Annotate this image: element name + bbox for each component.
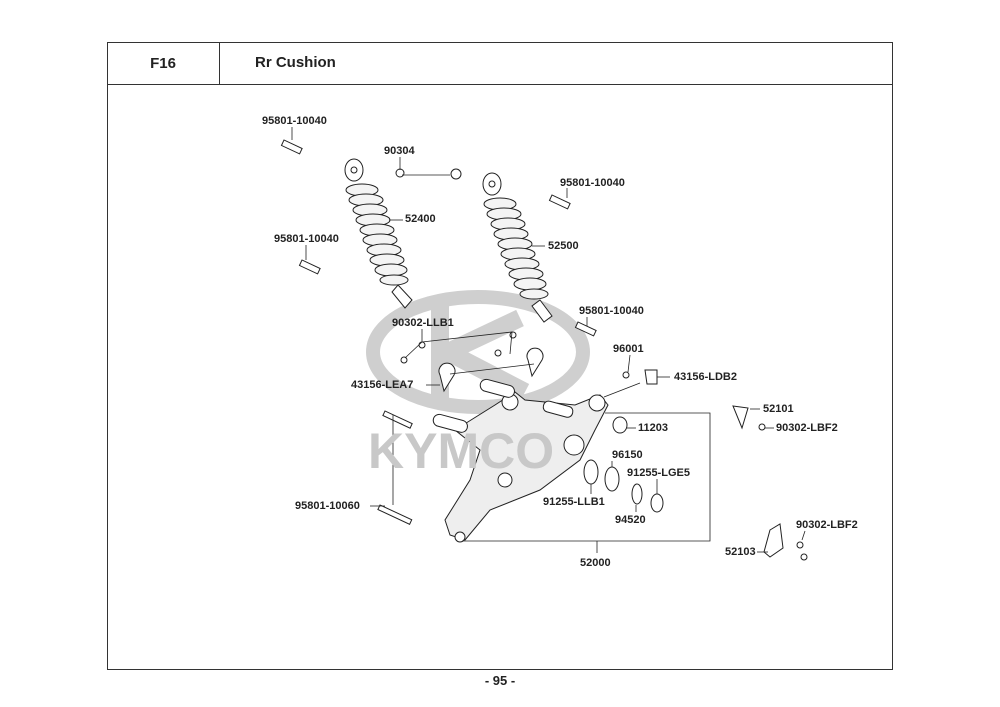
bracket-52101 xyxy=(732,405,749,430)
part-label: 52400 xyxy=(405,213,436,225)
part-label: 52000 xyxy=(580,557,611,569)
part-label: 43156-LDB2 xyxy=(674,371,737,383)
leader-lines xyxy=(291,127,806,553)
bearing-96150 xyxy=(604,466,620,492)
part-label: 52103 xyxy=(725,546,756,558)
part-label: 43156-LEA7 xyxy=(351,379,414,391)
shock-absorber-52500 xyxy=(482,172,553,323)
part-label: 95801-10040 xyxy=(262,115,327,127)
part-label: 95801-10040 xyxy=(560,177,625,189)
bolt-icon xyxy=(280,139,808,561)
part-label: 96001 xyxy=(613,343,644,355)
part-label: 95801-10040 xyxy=(579,305,644,317)
clamp-43156 xyxy=(438,347,658,393)
part-label: 90302-LLB1 xyxy=(392,317,454,329)
header-row xyxy=(107,42,893,85)
oil-seal-91255-LGE5 xyxy=(650,493,664,513)
kymco-watermark-text: KYMCO xyxy=(368,423,554,479)
part-label: 90302-LBF2 xyxy=(796,519,858,531)
part-label: 52500 xyxy=(548,240,579,252)
part-label: 91255-LLB1 xyxy=(543,496,605,508)
part-label: 94520 xyxy=(615,514,646,526)
part-label: 90302-LBF2 xyxy=(776,422,838,434)
page-number: - 95 - xyxy=(484,673,516,688)
section-code: F16 xyxy=(107,42,220,85)
plate-52103 xyxy=(763,523,784,558)
shock-absorber-52400 xyxy=(344,158,413,309)
part-label: 11203 xyxy=(638,422,668,434)
part-label: 95801-10060 xyxy=(295,500,360,512)
part-label: 90304 xyxy=(384,145,415,157)
part-label: 95801-10040 xyxy=(274,233,339,245)
part-label: 91255-LGE5 xyxy=(627,467,690,479)
collar-11203 xyxy=(612,416,628,434)
circlip-94520 xyxy=(631,483,643,505)
section-title: Rr Cushion xyxy=(255,54,336,71)
part-label: 96150 xyxy=(612,449,643,461)
oil-seal-91255-LLB1 xyxy=(583,459,599,485)
part-label: 52101 xyxy=(763,403,794,415)
swing-arm-52000 xyxy=(432,378,609,543)
